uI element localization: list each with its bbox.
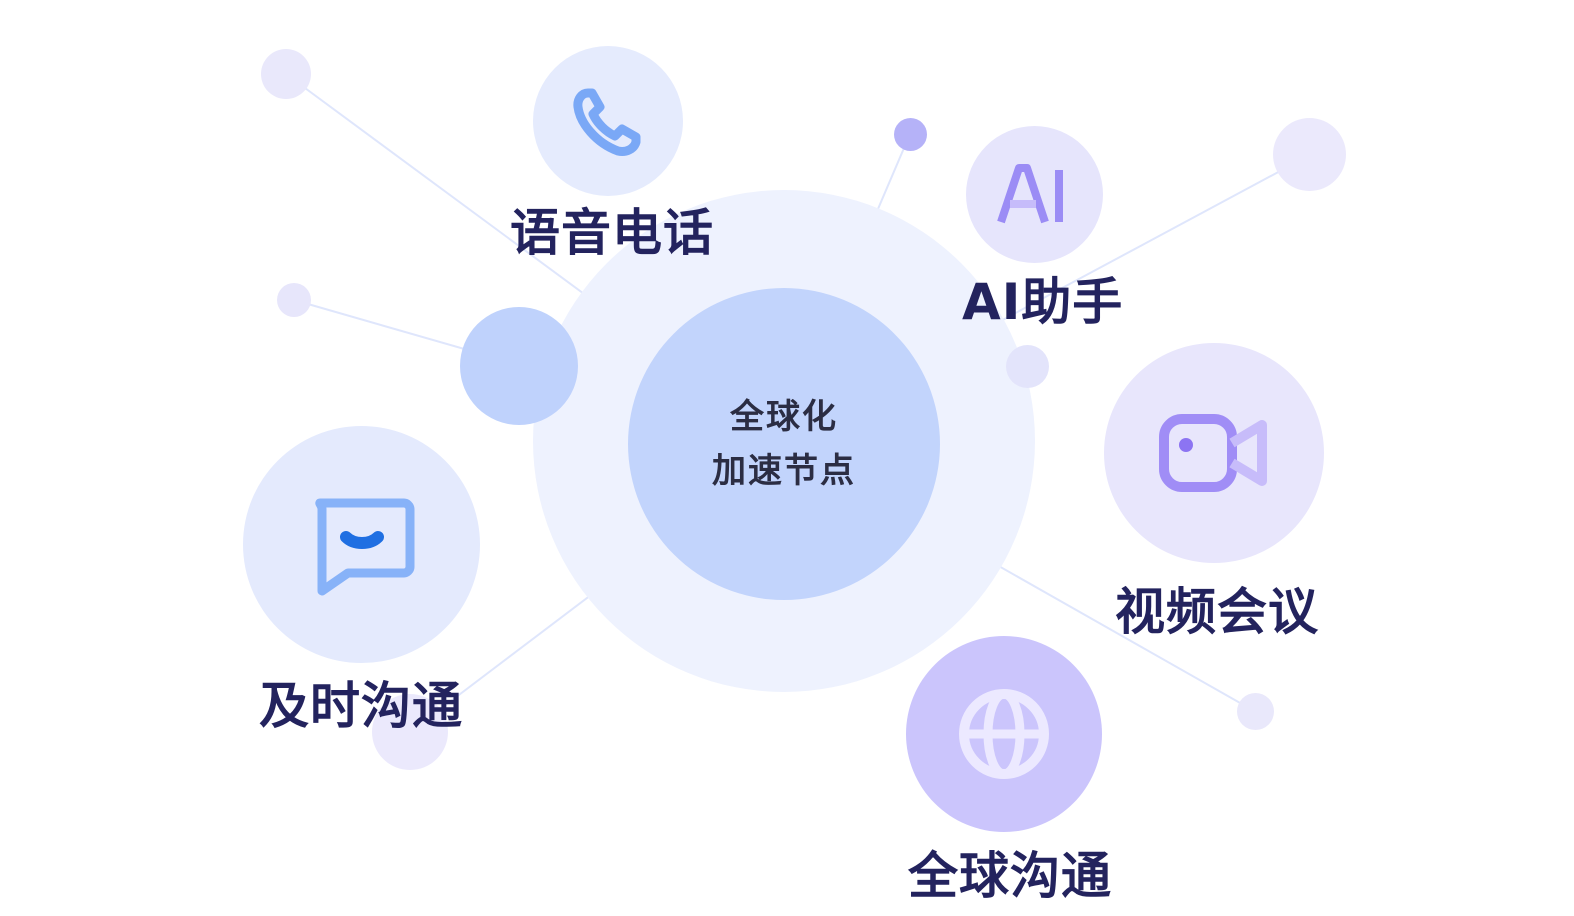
satellite-dot — [277, 283, 311, 317]
voice-call-node[interactable] — [533, 46, 683, 196]
phone-icon — [573, 88, 641, 156]
satellite-dot — [1006, 345, 1049, 388]
instant-chat-label: 及时沟通 — [259, 677, 463, 735]
center-title-line1: 全球化 — [730, 397, 838, 437]
ai-assistant-node[interactable] — [966, 126, 1103, 263]
global-communication-node[interactable] — [906, 636, 1102, 832]
voice-call-label: 语音电话 — [510, 204, 714, 262]
globe-icon — [959, 689, 1049, 779]
satellite-dot — [261, 49, 311, 99]
satellite-dot — [460, 307, 578, 425]
satellite-dot — [1237, 693, 1274, 730]
ai-icon — [996, 163, 1063, 223]
satellite-dot — [372, 694, 448, 770]
global-communication-label: 全球沟通 — [908, 847, 1112, 905]
center-node: 全球化 加速节点 — [628, 288, 940, 600]
satellite-dot — [894, 118, 927, 151]
video-conference-node[interactable] — [1104, 343, 1324, 563]
video-camera-icon — [1159, 414, 1267, 492]
instant-chat-node[interactable] — [243, 426, 480, 663]
center-title-line2: 加速节点 — [712, 451, 856, 491]
video-conference-label: 视频会议 — [1115, 583, 1319, 641]
ai-assistant-label: AI助手 — [962, 273, 1124, 331]
chat-bubble-icon — [314, 498, 414, 595]
satellite-dot — [1273, 118, 1346, 191]
